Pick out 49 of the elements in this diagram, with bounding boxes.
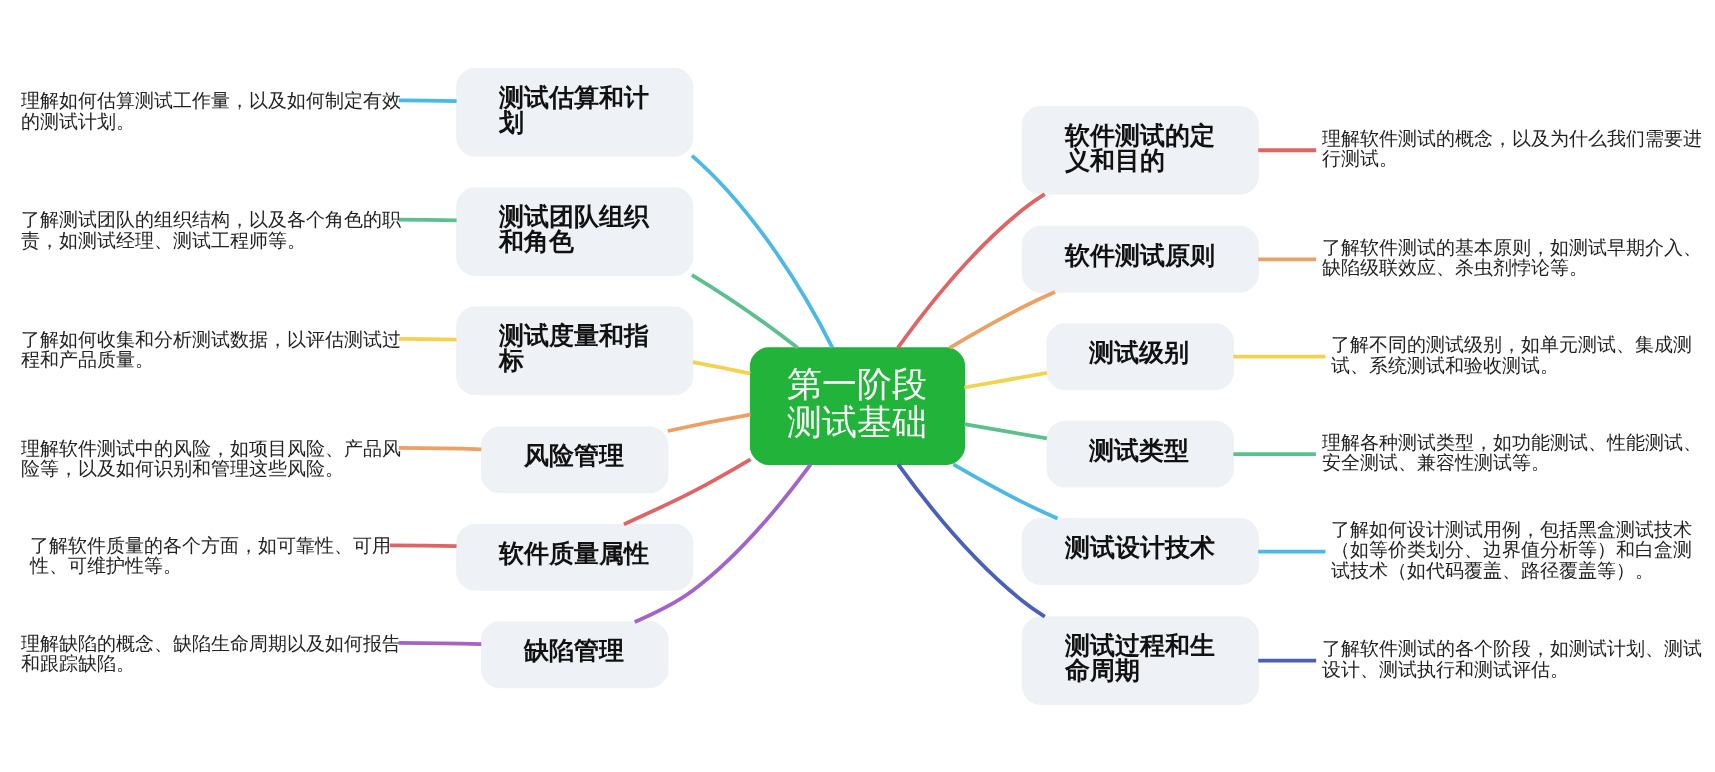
node-box: 软件质量属性: [456, 523, 694, 591]
node-box: 测试估算和计划: [456, 67, 694, 157]
node-box: 测试团队组织和角色: [456, 186, 694, 276]
node-text: 理解缺陷的概念、缺陷生命周期以及如何报告和跟踪缺陷。: [20, 631, 401, 674]
node-text: 理解如何估算测试工作量，以及如何制定有效的测试计划。: [20, 88, 401, 132]
node-box: 测试类型: [1046, 420, 1235, 488]
node-text: 了解软件质量的各个方面，如可靠性、可用性、可维护性等。: [30, 533, 392, 576]
node-text: 了解软件测试的各个阶段，如测试计划、测试设计、测试执行和测试评估。: [1322, 636, 1703, 680]
node-text: 理解软件测试的概念，以及为什么我们需要进行测试。: [1322, 126, 1703, 169]
node-box: 测试过程和生命周期: [1021, 615, 1259, 705]
connector: [690, 272, 799, 349]
connector: [1258, 147, 1317, 152]
connector: [623, 457, 752, 526]
node-text: 了解不同的测试级别，如单元测试、集成测试、系统测试和验收测试。: [1331, 332, 1693, 376]
node-text: 了解如何收集和分析测试数据，以评估测试过程和产品质量。: [20, 327, 401, 370]
connector: [667, 412, 751, 433]
connector: [1258, 549, 1326, 553]
node-box: 软件测试的定义和目的: [1021, 105, 1259, 195]
connector: [690, 153, 835, 348]
connector: [1233, 354, 1326, 359]
node-text: 了解如何设计测试用例，包括黑盒测试技术（如等价类划分、边界值分析等）和白盒测试技术（如代码覆盖、路径覆盖等）。: [1331, 517, 1693, 581]
connector: [964, 370, 1048, 389]
node-text: 理解软件测试中的风险，如项目风险、产品风险等，以及如何识别和管理这些风险。: [20, 436, 401, 479]
connector: [398, 98, 457, 103]
connector: [952, 462, 1059, 520]
connector: [692, 359, 751, 375]
connector: [389, 542, 457, 548]
connector: [1233, 451, 1316, 456]
connector: [948, 289, 1056, 350]
connector: [398, 336, 457, 341]
node-box: 软件测试原则: [1021, 225, 1259, 293]
connector: [896, 462, 1046, 618]
node-box: 第一阶段 测试基础: [749, 346, 966, 465]
node-text: 了解测试团队的组织结构，以及各个角色的职责，如测试经理、测试工程师等。: [20, 207, 401, 251]
connector: [398, 217, 457, 222]
connector: [964, 421, 1048, 440]
node-box: 风险管理: [480, 426, 669, 493]
node-box: 测试级别: [1046, 322, 1235, 390]
node-text: 了解软件测试的基本原则，如测试早期介入、缺陷级联效应、杀虫剂悖论等。: [1322, 235, 1703, 278]
connector: [398, 640, 482, 646]
connector: [1258, 256, 1317, 261]
node-box: 缺陷管理: [480, 620, 669, 688]
connector: [634, 462, 813, 624]
connector: [896, 192, 1046, 349]
node-box: 测试设计技术: [1021, 517, 1259, 585]
node-text: 理解各种测试类型，如功能测试、性能测试、安全测试、兼容性测试等。: [1322, 430, 1703, 473]
node-box: 测试度量和指标: [456, 306, 694, 395]
connector: [1258, 658, 1317, 662]
connector: [398, 445, 482, 451]
